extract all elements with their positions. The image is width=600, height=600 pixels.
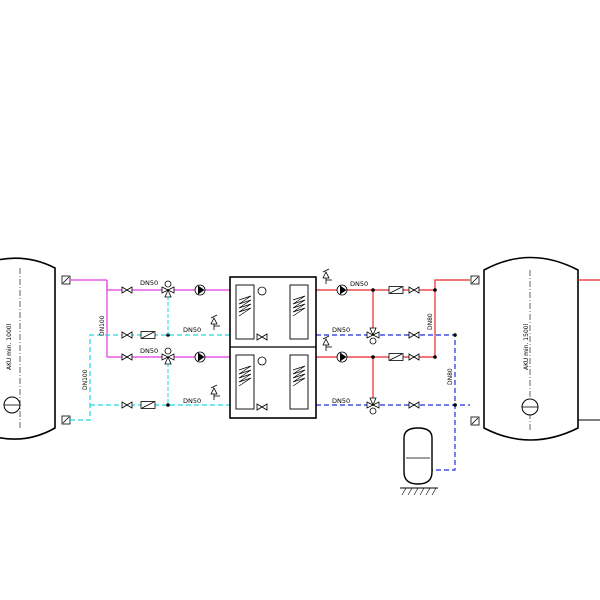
pipe-label: DN50	[183, 326, 201, 334]
primary-supply-line	[70, 279, 231, 358]
junction-icon	[453, 403, 457, 407]
junction-icon	[433, 355, 437, 359]
circulation-pump-icon[interactable]	[336, 351, 348, 363]
thermometer-icon	[61, 275, 71, 285]
heat-exchanger-module	[229, 276, 317, 419]
three-way-valve-icon[interactable]	[366, 327, 380, 345]
circulation-pump-icon[interactable]	[194, 284, 206, 296]
thermometer-icon	[61, 415, 71, 425]
gate-valve-icon[interactable]	[408, 353, 420, 361]
junction-icon	[453, 333, 457, 337]
safety-valve-icon[interactable]	[210, 384, 221, 401]
tank-right-label: AKU min. 1500l	[523, 323, 530, 370]
circulation-pump-icon[interactable]	[336, 284, 348, 296]
thermometer-icon	[470, 275, 480, 285]
gate-valve-icon[interactable]	[121, 286, 133, 294]
storage-tank-left: AKU min. 1000l	[0, 257, 56, 440]
gate-valve-icon[interactable]	[408, 401, 420, 409]
tank-left-label: AKU min. 1000l	[6, 323, 13, 370]
gate-valve-icon[interactable]	[121, 331, 133, 339]
gate-valve-icon[interactable]	[408, 286, 420, 294]
pipe-label: DN50	[332, 326, 350, 334]
gate-valve-icon[interactable]	[121, 353, 133, 361]
safety-valve-icon[interactable]	[210, 314, 221, 331]
pipe-label: DN50	[350, 280, 368, 288]
pipe-label: DN50	[183, 397, 201, 405]
pipe-label: DN50	[332, 397, 350, 405]
pipe-label: DN80	[427, 313, 434, 330]
pipe-label: DN100	[99, 315, 106, 336]
safety-valve-icon[interactable]	[322, 335, 333, 352]
check-valve-icon[interactable]	[140, 401, 156, 409]
pipe-label: DN50	[140, 347, 158, 355]
check-valve-icon[interactable]	[388, 286, 404, 294]
junction-icon	[433, 288, 437, 292]
pipe-label: DN80	[447, 368, 454, 385]
junction-icon	[371, 355, 375, 359]
gate-valve-icon[interactable]	[408, 331, 420, 339]
gate-valve-icon[interactable]	[121, 401, 133, 409]
storage-tank-right: AKU min. 1500l	[483, 256, 579, 441]
secondary-return-line	[316, 334, 470, 471]
expansion-vessel-icon	[403, 427, 433, 485]
expansion-vessel	[400, 427, 438, 496]
pipe-label: DN100	[82, 369, 89, 390]
primary-return-line	[70, 334, 230, 421]
circulation-pump-icon[interactable]	[194, 351, 206, 363]
junction-icon	[371, 288, 375, 292]
thermometer-icon	[470, 416, 480, 426]
pipe-label: DN50	[140, 279, 158, 287]
three-way-valve-icon[interactable]	[161, 347, 175, 365]
check-valve-icon[interactable]	[140, 331, 156, 339]
safety-valve-icon[interactable]	[322, 268, 333, 285]
three-way-valve-icon[interactable]	[366, 397, 380, 415]
check-valve-icon[interactable]	[388, 353, 404, 361]
